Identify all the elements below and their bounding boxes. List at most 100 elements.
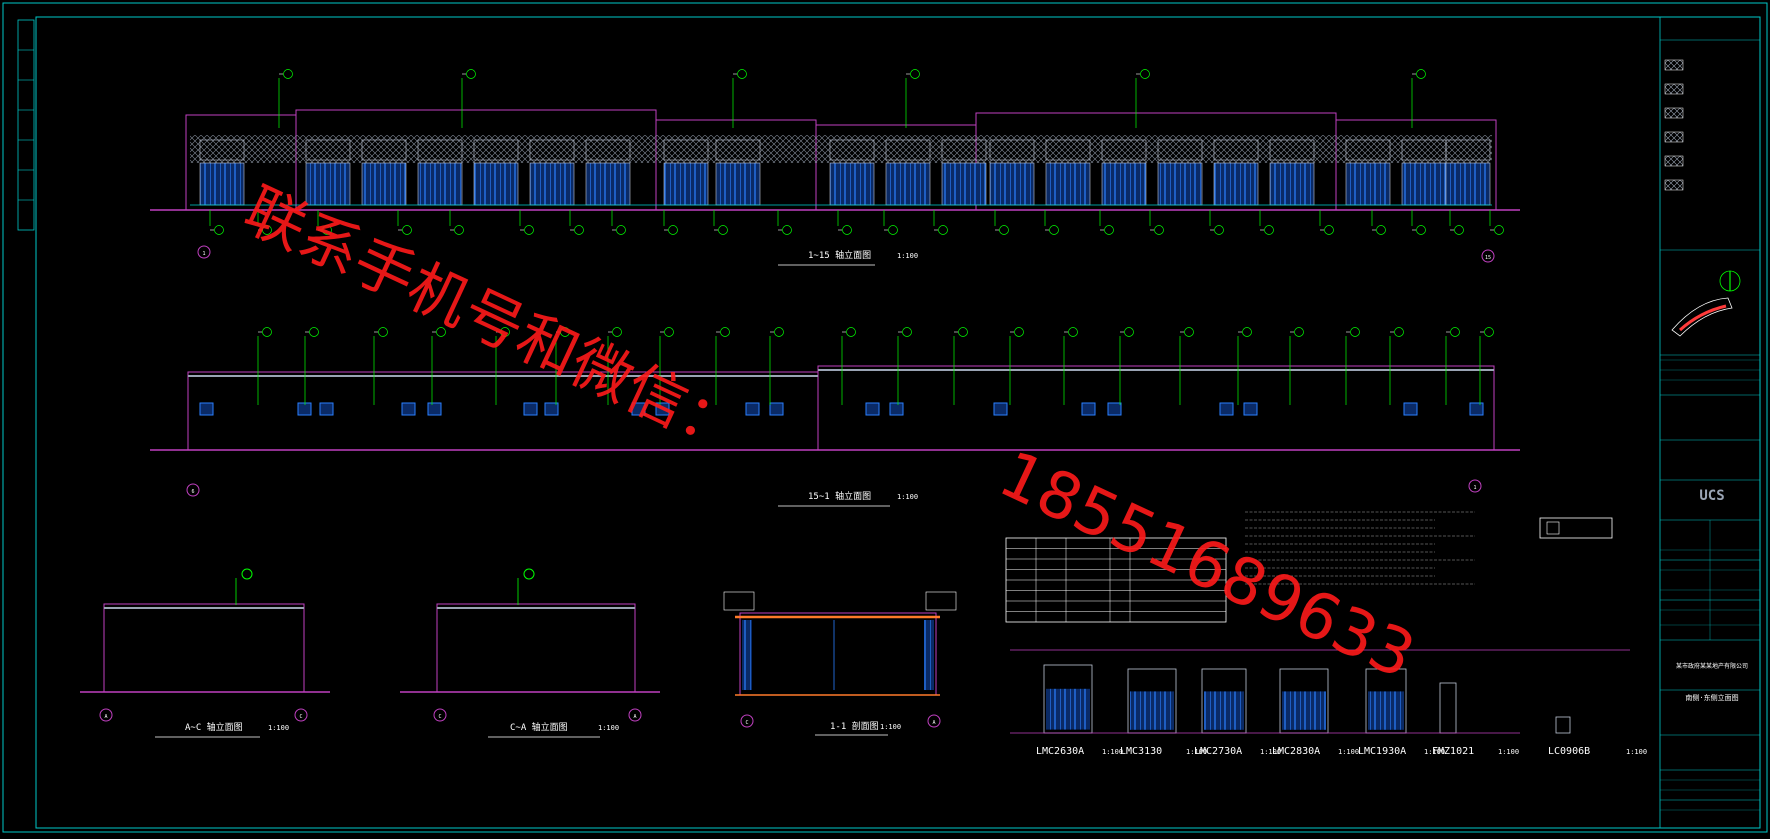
callout-marker-icon xyxy=(902,327,912,337)
callout-marker-icon xyxy=(1454,225,1464,235)
storefront-window xyxy=(715,162,761,206)
rear-window xyxy=(745,402,760,416)
callout-marker-icon xyxy=(402,225,412,235)
window-label: LMC2830A xyxy=(1272,746,1320,757)
rear-window xyxy=(523,402,538,416)
callout-marker-icon xyxy=(378,327,388,337)
callout-marker-icon xyxy=(718,225,728,235)
axis-label-c-left: C xyxy=(299,714,302,720)
callout-marker-icon xyxy=(1484,327,1494,337)
storefront-window xyxy=(417,162,463,206)
callout-marker-icon xyxy=(1494,225,1504,235)
callout-marker-icon xyxy=(958,327,968,337)
storefront-window xyxy=(1345,162,1391,206)
window-scale: 1:100 xyxy=(1186,748,1207,756)
section-scale: 1:100 xyxy=(880,723,901,731)
callout-marker-icon xyxy=(1014,327,1024,337)
axis-label-15: 15 xyxy=(1485,255,1491,261)
callout-marker-icon xyxy=(737,69,747,79)
callout-marker-icon xyxy=(1124,327,1134,337)
callout-marker-icon xyxy=(1214,225,1224,235)
front-elevation-caption: 1~15 轴立面图 xyxy=(808,249,871,261)
callout-marker-icon xyxy=(1294,327,1304,337)
axis-label-section-a: A xyxy=(932,720,935,726)
axis-mark-15 xyxy=(1481,249,1495,263)
storefront-window xyxy=(199,162,245,206)
rear-window xyxy=(427,402,442,416)
window-detail-frame xyxy=(1555,716,1571,734)
storefront-window xyxy=(305,162,351,206)
rear-elevation-scale: 1:100 xyxy=(897,493,918,501)
callout-marker-icon xyxy=(616,225,626,235)
front-elevation-scale: 1:100 xyxy=(897,252,918,260)
rear-window xyxy=(1107,402,1122,416)
window-label: LMC3130 xyxy=(1120,746,1162,757)
rear-window xyxy=(297,402,312,416)
axis-mark-1 xyxy=(197,245,211,259)
front-elevation xyxy=(150,109,1520,211)
window-label: FMZ1021 xyxy=(1432,746,1474,757)
callout-marker-icon xyxy=(782,225,792,235)
rear-window xyxy=(1219,402,1234,416)
storefront-window xyxy=(1213,162,1259,206)
callout-marker-icon xyxy=(524,225,534,235)
callout-marker-icon xyxy=(999,225,1009,235)
callout-marker-icon xyxy=(1068,327,1078,337)
callout-marker-icon xyxy=(1416,225,1426,235)
axis-label-section-c: C xyxy=(745,720,748,726)
storefront-window xyxy=(989,162,1035,206)
rear-window xyxy=(631,402,646,416)
callout-marker-icon xyxy=(574,225,584,235)
side-ac-caption: A~C 轴立面图 xyxy=(185,721,243,733)
storefront-window xyxy=(829,162,875,206)
window-label: LC0906B xyxy=(1548,746,1590,757)
legend-box xyxy=(1539,517,1613,539)
callout-marker-icon xyxy=(910,69,920,79)
rear-window xyxy=(655,402,670,416)
callout-marker-icon xyxy=(1242,327,1252,337)
callout-marker-icon xyxy=(1394,327,1404,337)
callout-marker-icon xyxy=(454,225,464,235)
binding-strip xyxy=(17,19,35,231)
section-caption: 1-1 剖面图 xyxy=(830,720,879,732)
window-schedule-table xyxy=(1005,537,1227,623)
window-scale: 1:100 xyxy=(1626,748,1647,756)
window-scale: 1:100 xyxy=(1424,748,1445,756)
callout-marker-icon xyxy=(436,327,446,337)
callout-marker-icon xyxy=(1416,69,1426,79)
window-scale: 1:100 xyxy=(1498,748,1519,756)
rear-elevation-caption: 15~1 轴立面图 xyxy=(808,490,871,502)
storefront-window xyxy=(361,162,407,206)
window-scale: 1:100 xyxy=(1102,748,1123,756)
callout-marker-icon xyxy=(283,69,293,79)
callout-marker-icon xyxy=(1264,225,1274,235)
storefront-window xyxy=(1157,162,1203,206)
callout-marker-icon xyxy=(1450,327,1460,337)
callout-marker-icon xyxy=(262,327,272,337)
callout-marker-icon xyxy=(1154,225,1164,235)
callout-marker-icon xyxy=(1324,225,1334,235)
rear-window xyxy=(1243,402,1258,416)
storefront-window xyxy=(941,162,987,206)
rear-window xyxy=(199,402,214,416)
storefront-window xyxy=(663,162,709,206)
axis-label-1: 1 xyxy=(202,251,205,257)
storefront-window xyxy=(885,162,931,206)
callout-marker-icon xyxy=(1049,225,1059,235)
callout-marker-icon xyxy=(664,327,674,337)
key-plan xyxy=(1671,297,1733,337)
storefront-window xyxy=(1045,162,1091,206)
window-label: LMC2730A xyxy=(1194,746,1242,757)
callout-marker-icon xyxy=(668,225,678,235)
callout-marker-icon xyxy=(214,225,224,235)
side-ca-scale: 1:100 xyxy=(598,724,619,732)
window-detail-frame xyxy=(1439,682,1457,734)
callout-marker-icon xyxy=(560,327,570,337)
rear-window xyxy=(1081,402,1096,416)
storefront-window xyxy=(1401,162,1447,206)
title-block: UCS 某市政府某某地产有限公司 南侧·东侧立面图 xyxy=(1659,16,1761,829)
axis-label-rear-left: 6 xyxy=(191,489,194,495)
